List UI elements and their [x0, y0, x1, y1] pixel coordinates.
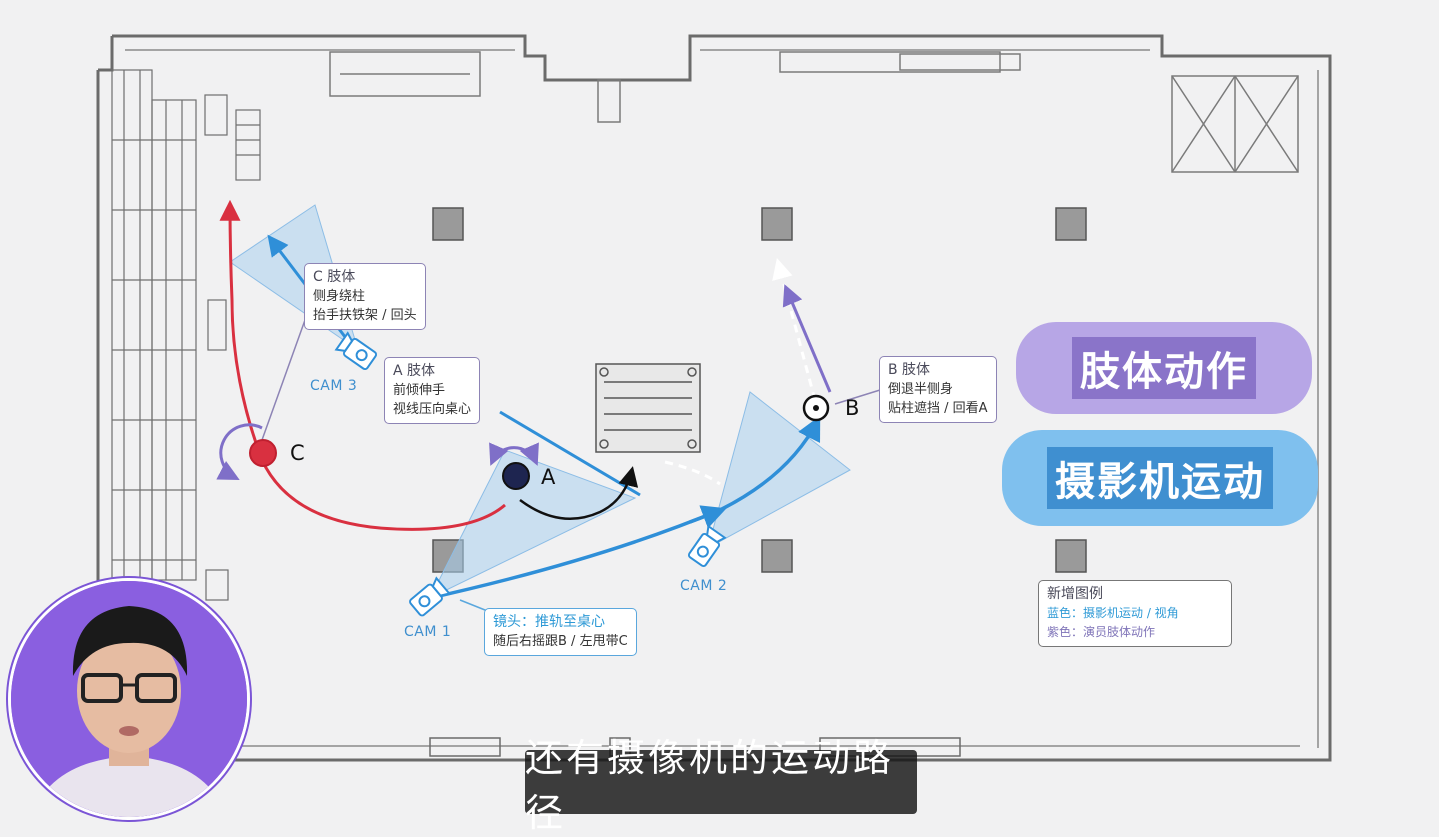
note-b-line1: 倒退半侧身	[888, 382, 954, 397]
actor-a-label: A	[541, 465, 556, 489]
legend-head: 新增图例	[1047, 586, 1103, 602]
cam3-label: CAM 3	[310, 378, 358, 394]
actor-a-marker	[502, 462, 530, 490]
actor-b-label: B	[845, 396, 860, 420]
actor-b-leader	[834, 389, 881, 405]
body-action-text: 肢体动作	[1072, 337, 1256, 399]
dashed-motion-table	[664, 460, 721, 486]
legend-box: 新增图例 蓝色：摄影机运动 / 视角 紫色：演员肢体动作	[1038, 580, 1232, 647]
actor-b-path	[782, 284, 832, 393]
subtitle-caption: 还有摄像机的运动路径	[525, 736, 917, 835]
actor-c-marker	[249, 439, 277, 467]
legend-blue: 蓝色：摄影机运动 / 视角	[1047, 606, 1179, 620]
note-camera: 镜头：推轨至桌心 随后右摇跟B / 左甩带C	[484, 608, 637, 656]
cam3-note-leader	[261, 319, 306, 441]
camera-icon	[409, 576, 452, 617]
note-b-line2: 贴柱遮挡 / 回看A	[888, 401, 988, 416]
presenter-avatar	[8, 578, 250, 820]
legend-purple: 紫色：演员肢体动作	[1047, 625, 1156, 639]
camera-icon	[687, 524, 727, 568]
note-b-head: B 肢体	[888, 362, 931, 378]
actor-c-arc	[216, 423, 263, 480]
subtitle-text: 还有摄像机的运动路径	[525, 736, 895, 835]
camera-icon	[334, 331, 378, 371]
note-actor-c: C 肢体 侧身绕柱 抬手扶铁架 / 回头	[304, 263, 426, 330]
camera-motion-pill: 摄影机运动	[1002, 430, 1318, 526]
note-actor-b: B 肢体 倒退半侧身 贴柱遮挡 / 回看A	[879, 356, 997, 423]
note-camera-line1: 随后右摇跟B / 左甩带C	[493, 634, 628, 649]
pillar-icon	[761, 539, 793, 573]
pillar-icon	[761, 207, 793, 241]
actor-a-arc	[489, 442, 539, 466]
note-c-line2: 抬手扶铁架 / 回头	[313, 308, 417, 323]
actor-a-path	[519, 466, 639, 520]
camera-motion-text: 摄影机运动	[1047, 447, 1273, 509]
note-a-line2: 视线压向桌心	[393, 402, 472, 417]
cam2-label: CAM 2	[680, 578, 728, 594]
pillar-icon	[1055, 207, 1087, 241]
cam1-sight-line	[499, 410, 641, 497]
pillar-icon	[432, 207, 464, 241]
note-camera-head: 镜头：推轨至桌心	[493, 614, 605, 630]
table-icon	[595, 363, 701, 453]
note-actor-a: A 肢体 前倾伸手 视线压向桌心	[384, 357, 481, 424]
dashed-motion-b	[772, 257, 817, 401]
note-a-head: A 肢体	[393, 363, 436, 379]
body-action-pill: 肢体动作	[1016, 322, 1312, 414]
note-c-head: C 肢体	[313, 269, 356, 285]
pillar-icon	[1055, 539, 1087, 573]
left-shelving	[111, 69, 261, 601]
top-fixtures	[329, 51, 1299, 173]
note-c-line1: 侧身绕柱	[313, 289, 366, 304]
floor-plan	[96, 34, 1332, 762]
walls	[96, 34, 1332, 762]
camera-track-mid-arrow	[689, 505, 727, 529]
actor-c-label: C	[290, 441, 305, 465]
note-a-line1: 前倾伸手	[393, 383, 446, 398]
cam1-label: CAM 1	[404, 624, 452, 640]
